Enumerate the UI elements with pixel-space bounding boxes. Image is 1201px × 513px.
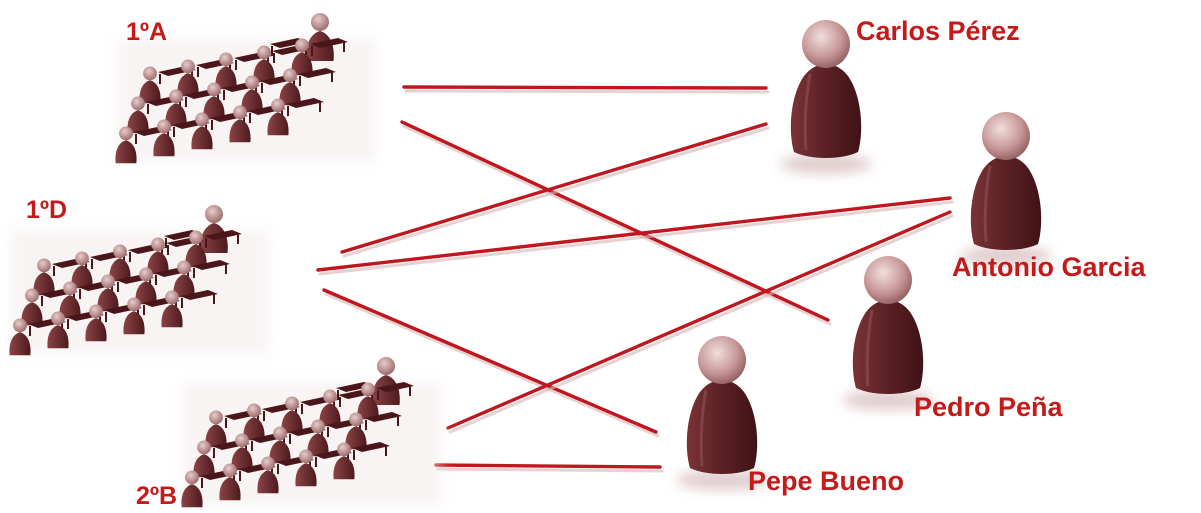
teacher-label-antonio: Antonio Garcia bbox=[952, 254, 1146, 281]
teacher-figure-pedro bbox=[842, 256, 934, 410]
person-icon bbox=[960, 112, 1052, 266]
teacher-label-carlos: Carlos Pérez bbox=[856, 18, 1020, 45]
teacher-figure-antonio bbox=[960, 112, 1052, 266]
classroom-illustration bbox=[181, 357, 442, 507]
group-label-1D: 1ºD bbox=[26, 198, 67, 223]
classroom-2B bbox=[181, 357, 442, 507]
classroom-1D bbox=[9, 205, 270, 355]
connection-line-1A-carlos bbox=[404, 87, 766, 88]
person-icon bbox=[842, 256, 934, 410]
group-label-1A: 1ºA bbox=[126, 20, 167, 45]
connection-line-1D-carlos bbox=[342, 124, 766, 252]
teacher-label-pepe: Pepe Bueno bbox=[748, 468, 904, 495]
classroom-illustration bbox=[9, 205, 270, 355]
connection-line-2B-pepe bbox=[436, 465, 660, 467]
teacher-label-pedro: Pedro Peña bbox=[914, 394, 1063, 421]
group-label-2B: 2ºB bbox=[136, 484, 177, 509]
